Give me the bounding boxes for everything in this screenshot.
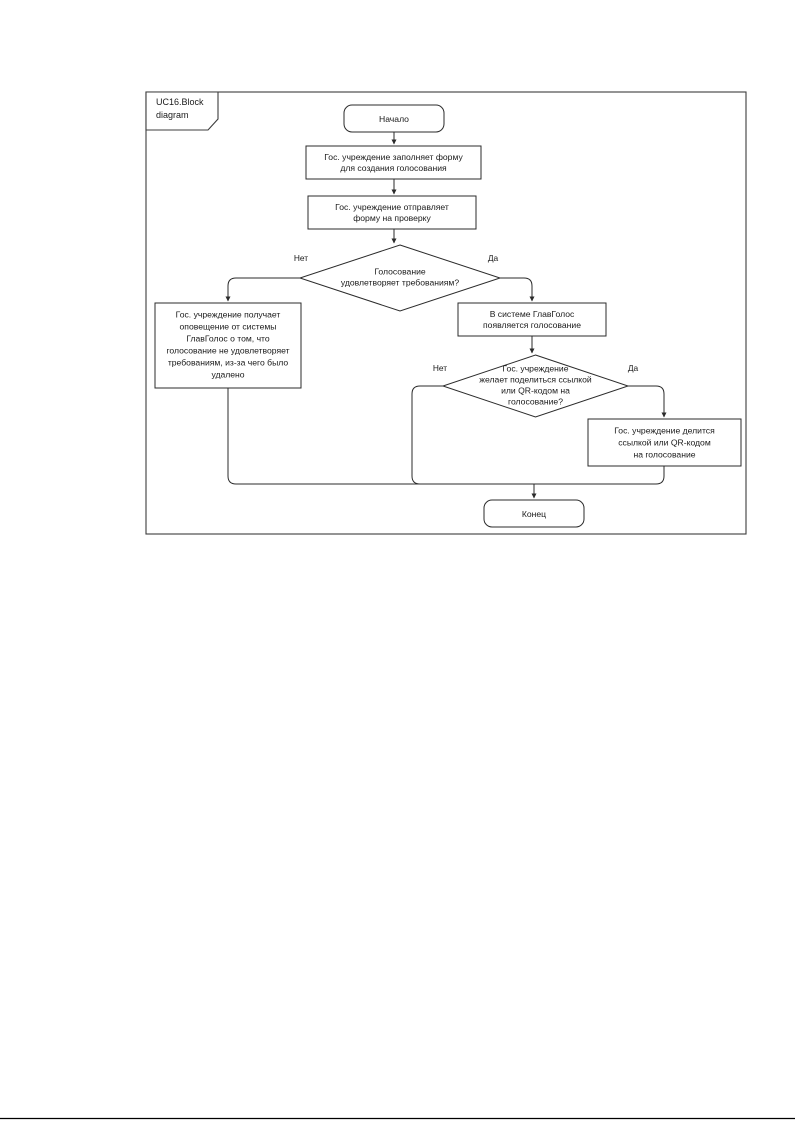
- node-decision-requirements-line2: удовлетворяет требованиям?: [341, 277, 459, 287]
- edge-label-no-requirements: Нет: [294, 253, 308, 263]
- node-decision-share-line4: голосование?: [508, 396, 563, 406]
- node-end-shape[interactable]: [483, 499, 585, 528]
- edge-share-link-to-end: [534, 466, 665, 485]
- node-decision-share-line3: или QR-кодом на: [501, 385, 570, 395]
- node-start[interactable]: Начало: [343, 104, 445, 133]
- node-send-form-line2: форму на проверку: [353, 213, 431, 223]
- edge-rejected-notice-to-end: [227, 388, 534, 485]
- node-poll-published-shape[interactable]: [457, 302, 607, 337]
- node-fill-form-line1: Гос. учреждение заполняет форму: [324, 152, 463, 162]
- node-send-form-line1: Гос. учреждение отправляет: [335, 202, 449, 212]
- node-rejected-notice-line4: голосование не удовлетворяет: [166, 345, 289, 355]
- node-fill-form[interactable]: Гос. учреждение заполняет форму для созд…: [305, 145, 482, 180]
- edge-label-no-share: Нет: [433, 363, 447, 373]
- node-share-link-line1: Гос. учреждение делится: [614, 425, 715, 435]
- node-decision-requirements-shape[interactable]: [298, 244, 502, 312]
- node-poll-published-line2: появляется голосование: [483, 320, 581, 330]
- edge-label-yes-share: Да: [628, 363, 639, 373]
- node-decision-requirements-line1: Голосование: [374, 266, 426, 276]
- node-rejected-notice-line2: оповещение от системы: [180, 321, 277, 331]
- node-poll-published-line1: В системе ГлавГолос: [490, 309, 575, 319]
- node-send-form-shape[interactable]: [307, 195, 477, 230]
- node-rejected-notice-line1: Гос. учреждение получает: [176, 309, 281, 319]
- edge-decision-requirements-no: [225, 277, 300, 302]
- frame-label-line2: diagram: [156, 110, 189, 120]
- node-start-label: Начало: [379, 114, 409, 124]
- node-share-link[interactable]: Гос. учреждение делится ссылкой или QR-к…: [587, 418, 742, 467]
- frame-label-line1: UC16.Block: [156, 97, 204, 107]
- node-poll-published[interactable]: В системе ГлавГолос появляется голосован…: [457, 302, 607, 337]
- node-decision-requirements[interactable]: Голосование удовлетворяет требованиям?: [298, 244, 502, 312]
- node-rejected-notice-line3: ГлавГолос о том, что: [186, 333, 270, 343]
- node-rejected-notice-line5: требованиям, из-за чего было: [168, 357, 289, 367]
- node-decision-share-line2: желает поделиться ссылкой: [479, 374, 592, 384]
- edge-decision-share-yes: [628, 385, 667, 418]
- edge-decision-requirements-yes: [500, 277, 535, 302]
- node-share-link-line3: на голосование: [633, 449, 695, 459]
- node-end[interactable]: Конец: [483, 499, 585, 528]
- node-share-link-line2: ссылкой или QR-кодом: [618, 437, 711, 447]
- node-fill-form-shape[interactable]: [305, 145, 482, 180]
- edge-layer: [225, 132, 667, 499]
- frame-label-tab: [145, 91, 219, 131]
- node-decision-share[interactable]: Гос. учреждение желает поделиться ссылко…: [441, 354, 630, 418]
- node-rejected-notice-shape[interactable]: [154, 302, 302, 389]
- node-send-form[interactable]: Гос. учреждение отправляет форму на пров…: [307, 195, 477, 230]
- node-decision-share-shape[interactable]: [441, 354, 630, 418]
- edge-label-layer: Нет Да Нет Да: [294, 253, 639, 373]
- edge-label-yes-requirements: Да: [488, 253, 499, 263]
- node-share-link-shape[interactable]: [587, 418, 742, 467]
- node-start-shape[interactable]: [343, 104, 445, 133]
- node-rejected-notice-line6: удалено: [211, 369, 244, 379]
- node-fill-form-line2: для создания голосования: [340, 163, 447, 173]
- node-end-label: Конец: [522, 509, 546, 519]
- node-rejected-notice[interactable]: Гос. учреждение получает оповещение от с…: [154, 302, 302, 389]
- node-decision-share-line1: Гос. учреждение: [502, 363, 568, 373]
